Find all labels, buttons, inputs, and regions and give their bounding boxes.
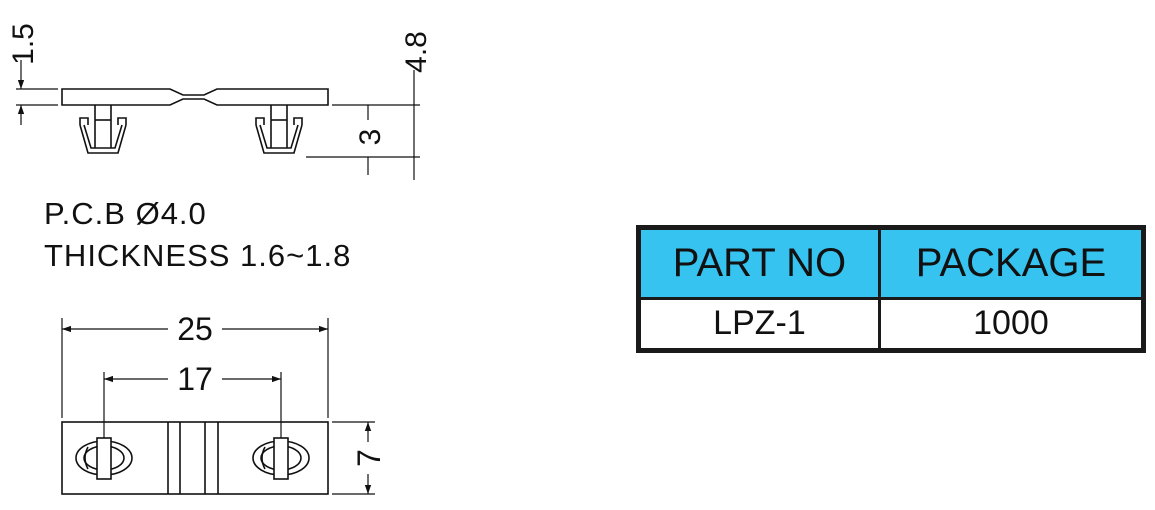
pcb-hole-note: P.C.B Ø4.0 xyxy=(44,196,207,231)
right-clip-leg xyxy=(255,105,303,154)
cell-package: 1000 xyxy=(877,296,1146,353)
strip-body xyxy=(61,88,329,106)
pcb-thickness-note: THICKNESS 1.6~1.8 xyxy=(44,238,352,273)
dimension-width xyxy=(332,421,375,495)
side-view xyxy=(16,60,420,180)
dimension-total-height xyxy=(306,70,420,180)
dim-label-length: 25 xyxy=(177,311,213,347)
left-clip-leg xyxy=(79,105,127,154)
top-view xyxy=(61,318,375,495)
table-row: LPZ-1 1000 xyxy=(637,296,1146,353)
dimension-pitch xyxy=(103,372,282,438)
table-header-row: PART NO PACKAGE xyxy=(637,226,1146,300)
right-mount-hole xyxy=(252,437,310,480)
dimension-thickness xyxy=(16,60,58,125)
dim-label-total-height: 4.8 xyxy=(400,31,433,73)
left-mount-hole xyxy=(75,437,133,480)
dim-label-pitch: 17 xyxy=(177,361,213,397)
cell-part-no: LPZ-1 xyxy=(637,296,881,353)
part-package-table: PART NO PACKAGE LPZ-1 1000 xyxy=(636,225,1146,353)
dim-label-leg-height: 3 xyxy=(354,129,387,146)
dim-label-width: 7 xyxy=(351,449,387,467)
header-part-no: PART NO xyxy=(637,226,881,300)
dimension-length xyxy=(61,318,329,418)
dim-label-thickness: 1.5 xyxy=(7,23,40,65)
header-package: PACKAGE xyxy=(877,226,1146,300)
